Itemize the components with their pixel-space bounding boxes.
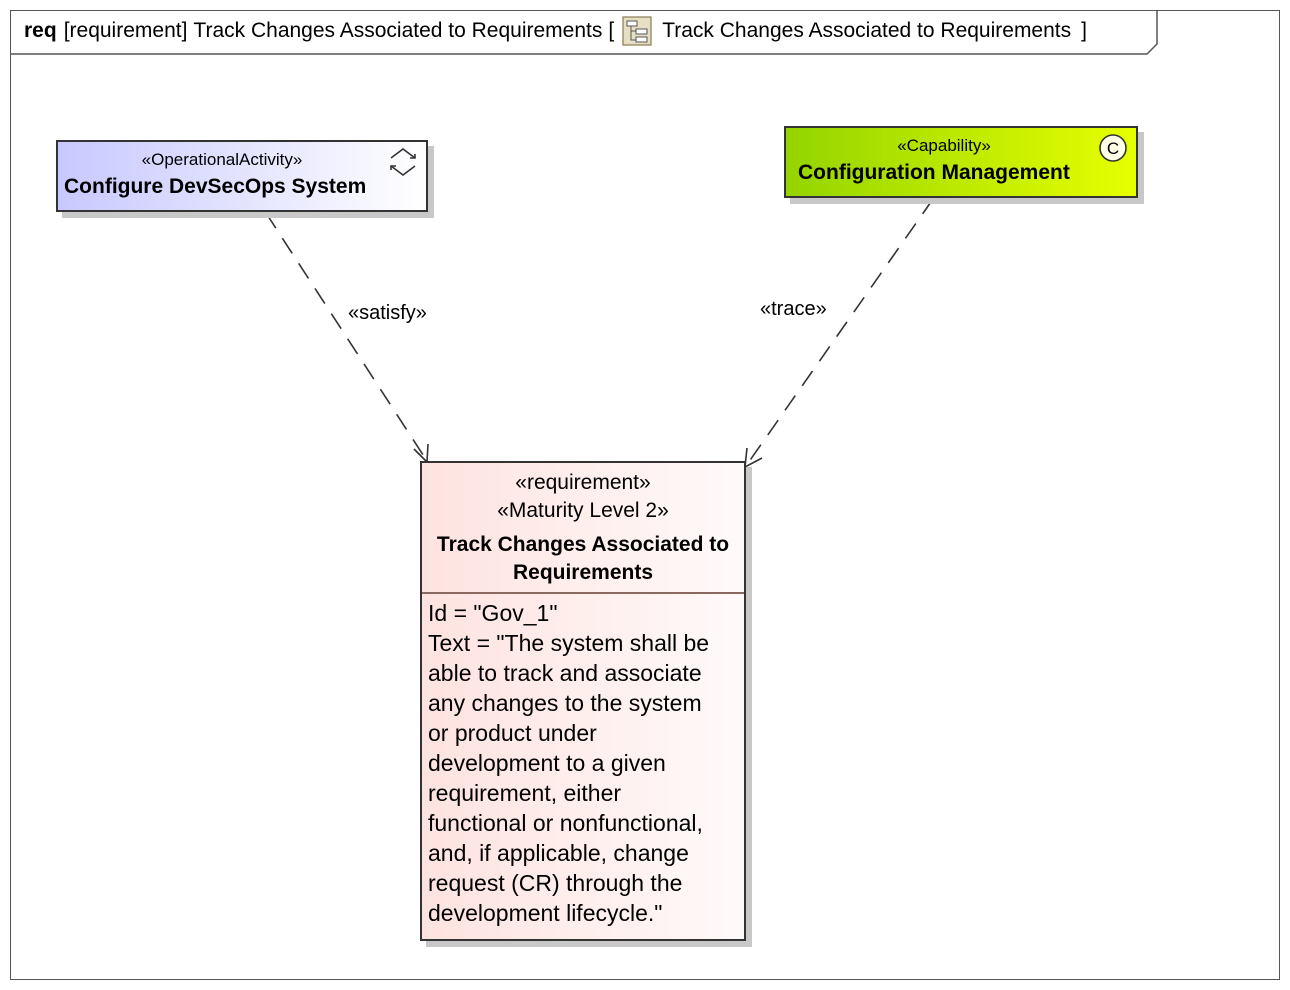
frame-kind: req [24,19,57,42]
frame-tab [10,10,1158,55]
trace-label: «trace» [760,298,827,320]
operational-activity-name: Configure DevSecOps System [64,175,367,198]
requirement-name: Track Changes Associated to Requirements [436,533,730,584]
capability-name: Configuration Management [798,161,1070,184]
requirement-property-line: development to a given [428,750,666,776]
requirement-property-line: Text = "The system shall be [428,630,710,656]
diagram-icon [622,16,652,46]
capability-stereotype: «Capability» [897,136,991,155]
requirement-node[interactable]: «requirement» «Maturity Level 2» Track C… [420,461,746,941]
capability-node[interactable]: «Capability» Configuration Management C [784,126,1138,198]
satisfy-label: «satisfy» [348,302,427,324]
operational-activity-stereotype: «OperationalActivity» [141,150,303,169]
requirement-property-line: request (CR) through the [428,870,683,896]
frame-owner-name: Track Changes Associated to Requirements [193,19,603,42]
requirement-properties: Id = "Gov_1" Text = "The system shall be… [422,594,744,932]
requirement-property-line: functional or nonfunctional, [428,810,703,836]
frame-diagram-name: Track Changes Associated to Requirements [662,19,1072,42]
requirement-property-line: or product under [428,720,597,746]
requirement-stereotype: «requirement» [515,471,651,494]
capability-icon-letter: C [1107,139,1119,158]
requirement-property-line: development lifecycle." [428,900,663,926]
requirement-property-line: Id = "Gov_1" [428,600,558,626]
requirement-property-line: any changes to the system [428,690,702,716]
requirement-property-line: able to track and associate [428,660,702,686]
capability-icon: C [1099,134,1127,162]
frame-element-type: [requirement] [63,19,188,42]
operational-activity-node[interactable]: «OperationalActivity» Configure DevSecOp… [56,140,428,212]
requirement-property-line: requirement, either [428,780,622,806]
trace-edge[interactable] [744,198,934,469]
frame-open-bracket: [ [608,19,615,42]
requirement-property-line: and, if applicable, change [428,840,689,866]
frame-close-bracket: ] [1081,19,1087,42]
maturity-stereotype: «Maturity Level 2» [497,499,669,522]
satisfy-edge[interactable] [265,212,429,464]
operational-activity-icon [390,148,416,176]
frame-title: req [requirement] Track Changes Associat… [24,16,1087,46]
requirement-header: «requirement» «Maturity Level 2» Track C… [422,463,744,594]
